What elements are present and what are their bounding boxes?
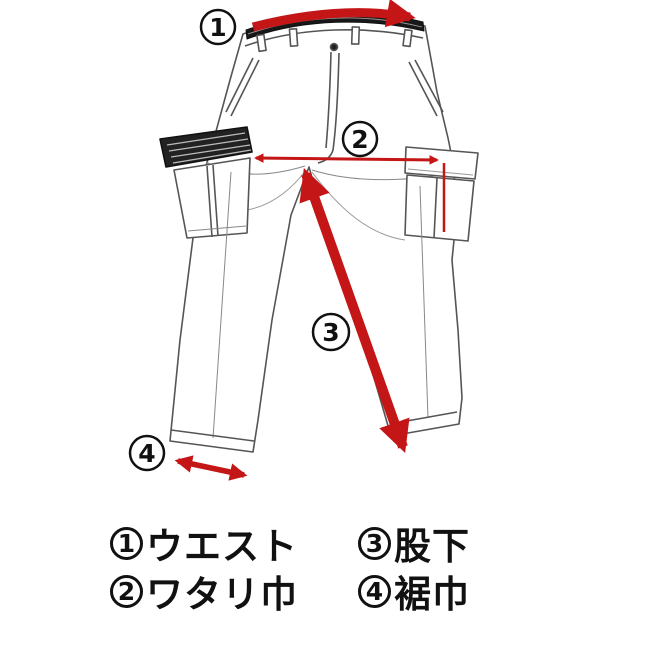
- inseam-arrow: [299, 167, 410, 454]
- legend-marker-number: 2: [110, 574, 143, 608]
- legend: 1 ウエスト 3 股下 2 ワタリ巾 4 裾巾: [110, 520, 590, 616]
- waist-arrow: [251, 0, 416, 32]
- cargo-pocket-left-flap: [159, 126, 253, 168]
- legend-row: 2 ワタリ巾 4 裾巾: [110, 568, 590, 616]
- legend-label: 裾巾: [394, 573, 470, 616]
- marker-circle: [199, 8, 237, 46]
- cargo-pocket-right-flap-stitch: [407, 168, 474, 176]
- waist-button: [329, 42, 339, 52]
- legend-label: 股下: [394, 525, 470, 568]
- marker-number: 1: [209, 13, 226, 42]
- marker-number: 3: [322, 318, 339, 347]
- marker-circle: [341, 120, 379, 158]
- legend-item-thigh-width: 2 ワタリ巾: [110, 564, 358, 618]
- legend-item-inseam: 3 股下: [358, 516, 470, 570]
- legend-item-hem-width: 4 裾巾: [358, 564, 470, 618]
- legend-item-waist: 1 ウエスト: [110, 516, 358, 570]
- crease-line-right: [419, 185, 429, 419]
- fly-stitch: [325, 51, 332, 149]
- legend-label: ウエスト: [146, 525, 298, 568]
- legend-marker-number: 1: [110, 526, 143, 560]
- legend-label: ワタリ巾: [146, 573, 298, 616]
- cargo-pocket-right-pleat: [433, 177, 438, 239]
- marker-circle: [128, 434, 166, 472]
- circled-markers: 1 2 3 4: [128, 8, 379, 472]
- hip-pocket-left: [225, 57, 260, 117]
- hem-cuff-left: [170, 429, 255, 442]
- cargo-pocket-left-hem: [187, 225, 247, 232]
- waistband-seam: [244, 29, 424, 47]
- thigh-width-arrow: [254, 153, 439, 165]
- marker-2: 2: [341, 120, 379, 158]
- cargo-pocket-left-pleat: [206, 164, 219, 238]
- hip-pocket-right: [408, 59, 444, 117]
- legend-row: 1 ウエスト 3 股下: [110, 520, 590, 568]
- marker-number: 4: [138, 439, 155, 468]
- belt-loop: [256, 33, 267, 53]
- pants-drawing: [159, 12, 479, 453]
- legend-marker-number: 3: [358, 526, 391, 560]
- measurement-arrows: [174, 0, 446, 481]
- legend-marker-number: 4: [358, 574, 391, 608]
- cargo-pocket-right-body: [404, 174, 475, 242]
- hem-width-arrow: [174, 455, 248, 481]
- belt-loop: [288, 27, 299, 47]
- marker-1: 1: [199, 8, 237, 46]
- marker-3: 3: [311, 312, 351, 352]
- crease-line-left: [212, 171, 232, 439]
- marker-number: 2: [351, 125, 368, 154]
- marker-circle: [311, 312, 351, 352]
- cargo-pocket-left-flap-stripes: [166, 132, 252, 164]
- belt-loop: [350, 26, 361, 45]
- marker-4: 4: [128, 434, 166, 472]
- belt-loop: [402, 28, 413, 48]
